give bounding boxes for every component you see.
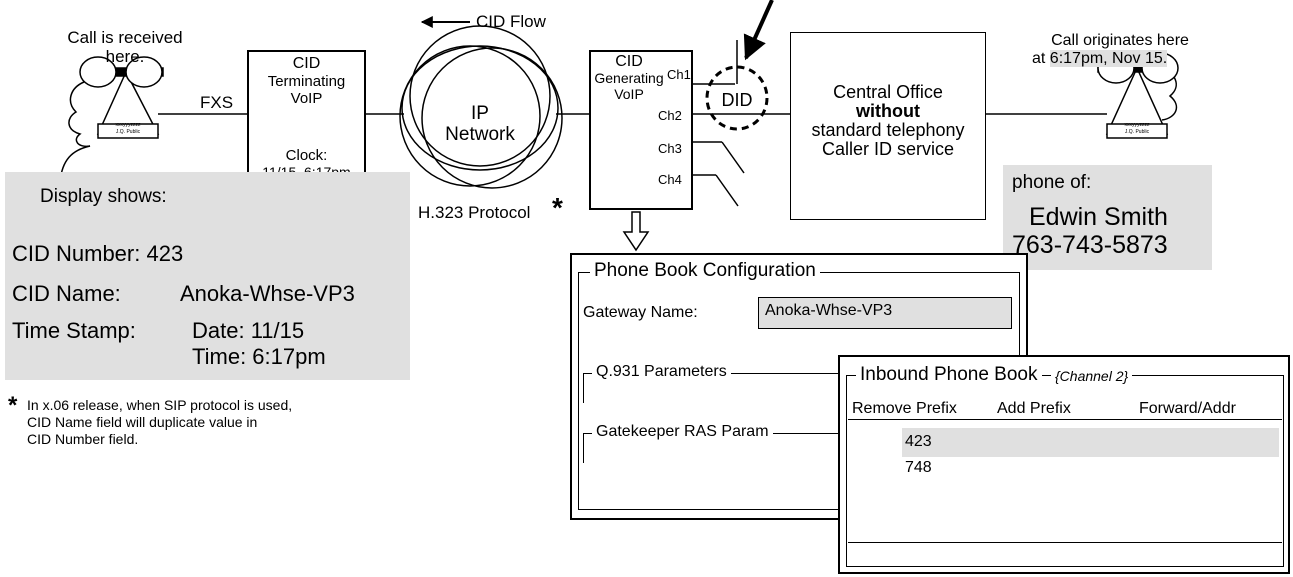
display-heading: Display shows:: [40, 186, 167, 207]
inbound-table-area: [848, 419, 1282, 543]
protocol-asterisk: *: [552, 192, 563, 223]
display-date: Date: 11/15: [192, 318, 305, 343]
generating-line2: Generating: [594, 70, 664, 86]
owner-number: 763-743-5873: [1012, 231, 1168, 259]
table-row-1[interactable]: 423: [905, 433, 932, 450]
inbound-phone-book-title: Inbound Phone Book: [856, 364, 1042, 386]
owner-panel: [1003, 165, 1212, 270]
column-remove-prefix[interactable]: Remove Prefix: [852, 400, 957, 417]
owner-name: Edwin Smith: [1029, 203, 1168, 231]
ip-network-circles: [399, 25, 563, 189]
ip-network-line1: IP: [471, 103, 489, 124]
terminating-line1: CID: [292, 55, 321, 72]
central-office-line4: Caller ID service: [821, 139, 955, 159]
cid-flow-label: CID Flow: [476, 12, 546, 31]
channel-3: Ch3: [658, 141, 682, 156]
config-down-arrow: [622, 211, 650, 252]
central-office-line2: without: [856, 101, 920, 121]
channel-1: Ch1: [667, 67, 691, 82]
table-row-selected[interactable]: [902, 428, 1279, 457]
protocol-label: H.323 Protocol: [418, 203, 531, 222]
did-ellipse: [705, 65, 769, 131]
column-forward-addr[interactable]: Forward/Addr: [1139, 400, 1236, 417]
q931-parameters-section[interactable]: Q.931 Parameters: [592, 363, 731, 381]
display-cid-name-label: CID Name:: [12, 281, 121, 306]
central-office-box: [790, 32, 986, 220]
footnote-line1: In x.06 release, when SIP protocol is us…: [27, 397, 293, 413]
receiving-phone-card-2: J.Q. Public: [115, 129, 141, 135]
generating-line3: VoIP: [614, 86, 644, 102]
gateway-name-field[interactable]: Anoka-Whse-VP3: [758, 297, 1012, 329]
display-time: Time: 6:17pm: [192, 344, 326, 369]
originating-phone-card-2: J.Q. Public: [1124, 129, 1150, 135]
originates-caption-line2: at 6:17pm, Nov 15.: [1032, 50, 1168, 67]
terminating-line3: VoIP: [290, 90, 323, 107]
receiving-phone-drawing: [68, 56, 164, 148]
phone-book-config-title: Phone Book Configuration: [590, 260, 820, 282]
display-timestamp-label: Time Stamp:: [12, 318, 136, 343]
channel-4: Ch4: [658, 172, 682, 187]
footnote-line2: CID Name field will duplicate value in: [27, 414, 258, 430]
footnote-star: *: [8, 392, 18, 419]
ip-network-line2: Network: [445, 124, 515, 145]
footnote-line3: CID Number field.: [27, 431, 139, 447]
owner-label: phone of:: [1012, 172, 1092, 193]
display-cid-name-value: Anoka-Whse-VP3: [180, 281, 355, 306]
inbound-channel-label: {Channel 2}: [1051, 368, 1133, 384]
received-caption-line2: here.: [105, 47, 145, 66]
originates-time-highlight: 6:17pm, Nov 15.: [1049, 50, 1168, 67]
display-panel: [5, 172, 410, 380]
did-label: DID: [712, 90, 762, 111]
table-row-2[interactable]: 748: [905, 459, 932, 476]
channel-2: Ch2: [658, 108, 682, 123]
gatekeeper-ras-section[interactable]: Gatekeeper RAS Param: [592, 423, 773, 441]
central-office-line1: Central Office: [833, 82, 943, 102]
receiving-phone-card-1: xxxyyyzzzz: [115, 122, 141, 128]
fxs-label: FXS: [200, 93, 234, 112]
received-caption-line1: Call is received: [67, 28, 183, 47]
inbound-phone-book-panel: [838, 355, 1290, 574]
gateway-name-label: Gateway Name:: [583, 304, 698, 321]
top-pointer-arrow: [743, 0, 774, 61]
terminating-line2: Terminating: [267, 73, 346, 90]
originates-caption-line1: Call originates here: [1051, 32, 1189, 49]
gateway-name-value: Anoka-Whse-VP3: [765, 302, 893, 319]
generating-voip-box: [589, 50, 693, 210]
generating-line1: CID: [615, 53, 643, 70]
originating-phone-card-1: xxxyyyzzzz: [1124, 122, 1150, 128]
central-office-line3: standard telephony: [811, 120, 965, 140]
display-cid-number: CID Number: 423: [12, 241, 184, 266]
clock-label: Clock:: [285, 147, 328, 164]
column-add-prefix[interactable]: Add Prefix: [997, 400, 1071, 417]
